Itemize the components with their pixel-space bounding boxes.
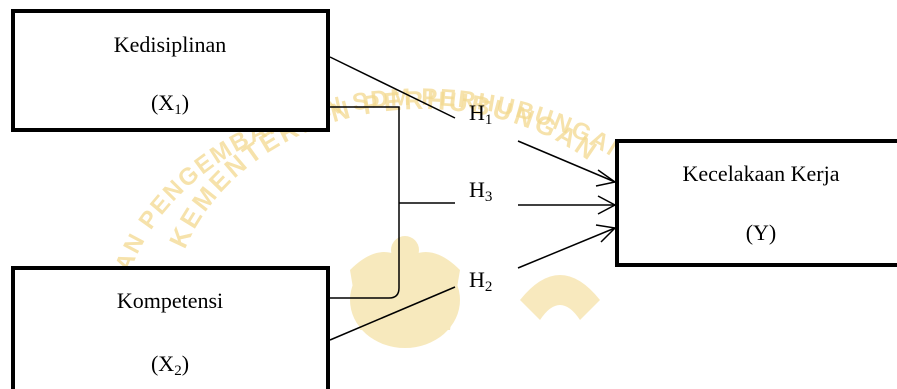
node-x2: Kompetensi (X2) [11, 266, 330, 389]
node-y-title: Kecelakaan Kerja [683, 161, 840, 186]
arrow-h2-to-y [517, 227, 616, 269]
node-x2-code: (X2) [151, 351, 189, 379]
hypothesis-h3-label: H3 [469, 177, 492, 205]
node-x1-code: (X1) [151, 90, 189, 118]
arrow-h1-to-y [517, 140, 616, 183]
arrowhead-h2 [595, 224, 617, 243]
node-y: Kecelakaan Kerja (Y) [615, 139, 897, 267]
hypothesis-h1-label: H1 [469, 100, 492, 128]
hypothesis-h2-label: H2 [469, 267, 492, 295]
node-y-box [615, 139, 897, 267]
line-x2-to-h2 [329, 286, 456, 341]
node-x2-title: Kompetensi [117, 288, 223, 313]
node-x1: Kedisiplinan (X1) [11, 9, 330, 132]
bracket-x1-x2 [330, 106, 400, 299]
node-y-code: (Y) [746, 220, 777, 245]
node-x2-box [11, 266, 330, 389]
node-x1-box [11, 9, 330, 132]
node-x1-title: Kedisiplinan [114, 32, 226, 57]
line-x1-to-h1 [329, 56, 456, 119]
